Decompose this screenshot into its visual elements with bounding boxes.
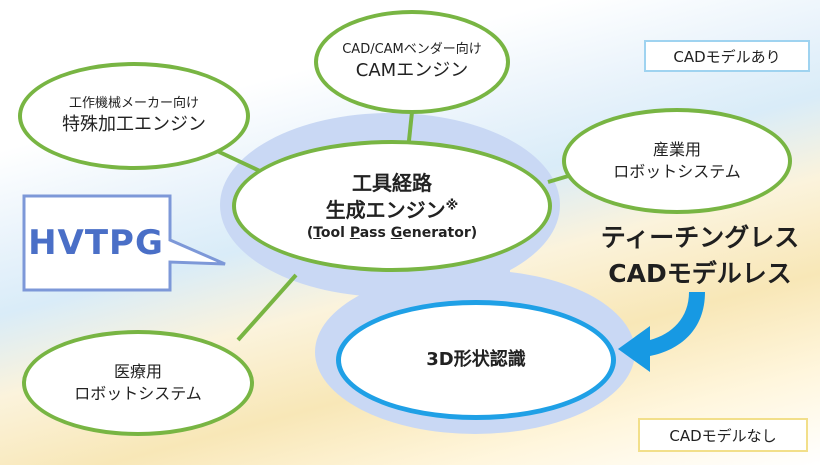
node-machine-tool-main: 特殊加工エンジン (62, 113, 206, 135)
teaching-less-text: ティーチングレス CADモデルレス (590, 220, 810, 293)
arrow-icon (618, 292, 705, 372)
node-industrial-robot-line2: ロボットシステム (613, 162, 741, 181)
tag-cad-model-absent: CADモデルなし (638, 418, 808, 452)
hvtpg-callout-shape (22, 194, 226, 292)
node-cam-engine-sub: CAD/CAMベンダー向け (342, 42, 482, 58)
node-3d-recognition-label: 3D形状認識 (426, 348, 526, 370)
node-medical-robot: 医療用 ロボットシステム (22, 330, 254, 436)
core-line2: 生成エンジン (325, 197, 446, 222)
node-cam-engine-main: CAMエンジン (355, 59, 469, 81)
node-cam-engine: CAD/CAMベンダー向け CAMエンジン (314, 10, 510, 114)
node-3d-recognition: 3D形状認識 (336, 300, 616, 420)
node-medical-robot-line2: ロボットシステム (74, 384, 202, 403)
connector-machine-tool (214, 148, 263, 174)
node-industrial-robot-line1: 産業用 (652, 140, 701, 160)
node-industrial-robot: 産業用 ロボットシステム (562, 108, 792, 214)
tag-cad-model-present: CADモデルあり (644, 40, 810, 72)
core-line1: 工具経路 (352, 170, 432, 195)
teaching-less-line1: ティーチングレス (600, 223, 800, 252)
node-machine-tool: 工作機械メーカー向け 特殊加工エンジン (18, 62, 250, 170)
core-note-mark: ※ (445, 197, 459, 213)
teaching-less-line2: CADモデルレス (608, 259, 792, 289)
node-machine-tool-sub: 工作機械メーカー向け (68, 96, 199, 112)
hvtpg-callout-label: HVTPG (28, 223, 164, 263)
core-english-name: (Tool Pass Generator) (306, 224, 478, 241)
node-medical-robot-line1: 医療用 (113, 362, 162, 382)
connector-medical-robot (236, 273, 298, 342)
node-core-engine: 工具経路 生成エンジン※ (Tool Pass Generator) (232, 140, 552, 272)
